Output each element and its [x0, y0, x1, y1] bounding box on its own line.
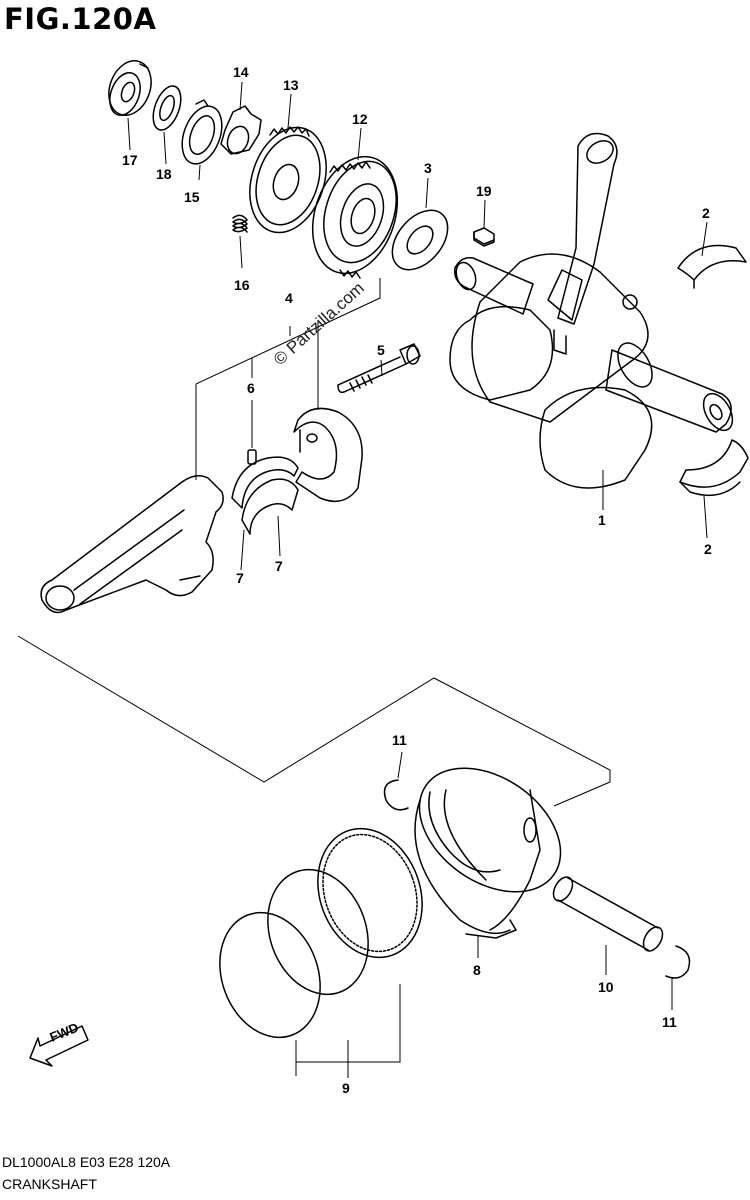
spring-16 [232, 214, 248, 233]
piston-8 [414, 767, 562, 939]
callout-11-lower: 11 [662, 1014, 677, 1030]
thrust-washer-3 [391, 209, 449, 271]
lock-washer-15 [181, 99, 223, 165]
callout-12: 12 [352, 111, 368, 127]
bearing-2-upper [677, 244, 747, 289]
callout-7-left: 7 [236, 570, 244, 586]
gear-12 [311, 155, 399, 279]
callout-19: 19 [476, 183, 492, 199]
rod-bearing-7 [231, 456, 299, 535]
callout-17: 17 [122, 152, 138, 168]
callout-11-upper: 11 [392, 732, 407, 748]
callout-16: 16 [234, 277, 250, 293]
callout-3: 3 [424, 160, 432, 176]
washer-18 [152, 85, 182, 131]
callout-2-lower: 2 [704, 541, 712, 557]
callout-2-upper: 2 [702, 205, 710, 221]
callout-4: 4 [285, 290, 293, 306]
key-plate-14 [220, 105, 262, 155]
leader-lines [17, 81, 708, 1078]
circlip-11-upper [383, 779, 409, 811]
rod-cap-4 [293, 407, 363, 503]
piston-rings-9 [219, 827, 423, 1039]
forward-arrow-icon [29, 1025, 89, 1067]
bolt-5 [337, 343, 421, 394]
callout-18: 18 [156, 166, 172, 182]
piston-pin-10 [552, 876, 664, 952]
model-code: DL1000AL8 E03 E28 120A [2, 1154, 171, 1170]
callout-6: 6 [247, 380, 255, 396]
figure-title: FIG.120A [4, 2, 157, 36]
crankshaft-1 [449, 132, 734, 489]
key-19 [473, 227, 495, 247]
connecting-rod [40, 475, 224, 614]
callout-10: 10 [598, 979, 614, 995]
callout-13: 13 [283, 77, 299, 93]
circlip-11-lower [665, 945, 691, 979]
callout-15: 15 [184, 189, 200, 205]
section-name: CRANKSHAFT [2, 1176, 97, 1192]
callout-5: 5 [377, 342, 385, 358]
callout-9: 9 [342, 1080, 350, 1096]
callout-8: 8 [473, 962, 481, 978]
callout-14: 14 [233, 64, 249, 80]
lock-nut-17 [108, 60, 152, 116]
callout-1: 1 [598, 512, 606, 528]
callout-7-right: 7 [275, 558, 283, 574]
bearing-2-lower [679, 439, 749, 497]
fwd-label: FWD [48, 1020, 81, 1045]
